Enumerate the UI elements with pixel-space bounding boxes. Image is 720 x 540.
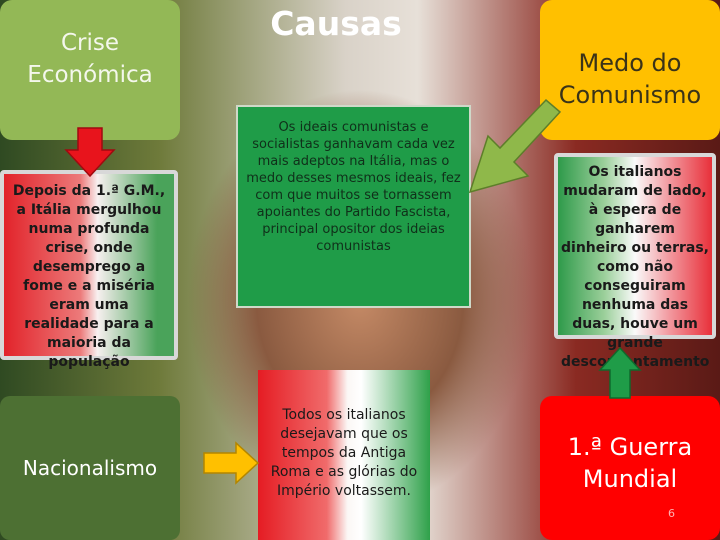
italianos-text-box: Os italianos mudaram de lado, à espera d… [554, 153, 716, 370]
crise-economica-box: Crise Económica [0, 0, 180, 140]
green-up-arrow-icon [598, 346, 642, 399]
ideais-comunistas-text-box: Os ideais comunistas e socialistas ganha… [236, 105, 471, 308]
todos-italianos-text-box: Todos os italianos desejavam que os temp… [258, 370, 430, 540]
page-title: Causas [270, 4, 402, 43]
nacionalismo-box: Nacionalismo [0, 396, 180, 540]
medo-comunismo-box: Medo do Comunismo [540, 0, 720, 140]
depois-gm-text-box: Depois da 1.ª G.M., a Itália mergulhou n… [0, 170, 178, 370]
green-diagonal-arrow-icon [468, 98, 562, 194]
primeira-guerra-mundial-box: 1.ª Guerra Mundial [540, 396, 720, 540]
page-number: 6 [668, 507, 675, 520]
orange-right-arrow-icon [203, 441, 260, 485]
red-down-arrow-icon [64, 127, 116, 178]
